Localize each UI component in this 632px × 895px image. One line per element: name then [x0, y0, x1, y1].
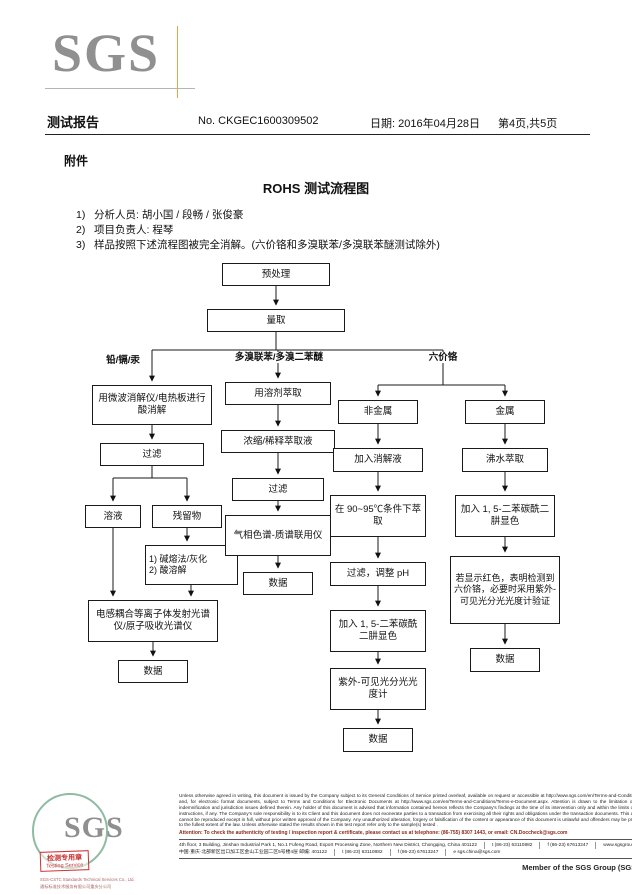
stamp-company-cn: 通标标准技术服务有限公司重庆分公司 — [40, 884, 112, 889]
flow-node-filter-2: 过滤 — [232, 478, 324, 501]
footer-stamp-block: SGS 检测专用章 Testing Service SGS-CSTC Stand… — [32, 793, 175, 893]
flow-node-metal: 金属 — [465, 400, 545, 424]
flow-node-gcms: 气相色谱-质谱联用仪 — [225, 515, 331, 556]
flow-node-uv-vis: 紫外-可见光分光光度计 — [330, 668, 426, 710]
note-text: 项目负责人: 程琴 — [94, 224, 174, 236]
stamp-text-en: Testing Service — [46, 862, 84, 870]
report-title: 测试报告 — [47, 115, 100, 130]
note-analysts: 1) 分析人员: 胡小国 / 段畅 / 张俊豪 — [76, 208, 243, 222]
note-text: 样品按照下述流程图被完全消解。(六价铬和多溴联苯/多溴联苯醚测试除外) — [94, 239, 440, 251]
flow-node-pretreatment: 预处理 — [222, 263, 330, 286]
logo-rule-horizontal — [45, 88, 195, 89]
header-divider — [45, 134, 590, 135]
note-text: 分析人员: 胡小国 / 段畅 / 张俊豪 — [94, 209, 244, 221]
authenticity-attention: Attention: To check the authenticity of … — [179, 830, 568, 837]
flow-node-data-metal: 数据 — [470, 648, 540, 672]
trunk-connectors — [149, 286, 508, 397]
address-row-en: 4th floor, 3 Building, Jinshan Industria… — [179, 841, 632, 849]
testing-service-stamp-icon: 检测专用章 Testing Service — [39, 850, 90, 872]
note-number: 2) — [76, 224, 86, 236]
website: www.sgsgroup.com.cn — [595, 841, 632, 849]
flow-node-filter-adjust-ph: 过滤，调整 pH — [330, 562, 426, 586]
fax-cn: f (86-23) 67613247 — [389, 848, 438, 857]
legal-disclaimer: Unless otherwise agreed in writing, this… — [179, 793, 632, 828]
flow-node-red-color-check: 若显示红色，表明检测到六价铬，必要时采用紫外-可见光分光光度计验证 — [450, 556, 560, 624]
sgs-logo: SGS — [52, 23, 161, 83]
address-en: 4th floor, 3 Building, Jinshan Industria… — [179, 842, 478, 848]
report-number: No. CKGEC1600309502 — [198, 115, 319, 127]
branch-label-hexavalent-chromium: 六价铬 — [420, 352, 466, 364]
flow-node-measure: 量取 — [207, 309, 345, 332]
sgs-member-note: Member of the SGS Group (SGS SA) — [522, 862, 632, 872]
note-number: 3) — [76, 239, 86, 251]
footer: SGS 检测专用章 Testing Service SGS-CSTC Stand… — [32, 793, 632, 893]
note-project-leader: 2) 项目负责人: 程琴 — [76, 223, 173, 237]
note-number: 1) — [76, 209, 86, 221]
branch-label-lead-cadmium-mercury: 铅/镉/汞 — [96, 355, 150, 367]
flow-node-data-nonmetal: 数据 — [343, 728, 413, 752]
flow-node-nonmetal: 非金属 — [338, 400, 418, 424]
email: e sgs.china@sgs.com — [445, 848, 500, 857]
address-cn: 中国·重庆·北部新区出口加工区金山工业园二区5号楼4层 邮编: 401122 — [179, 849, 328, 855]
flow-node-filter-1: 过滤 — [100, 443, 204, 466]
logo-rule-vertical — [177, 26, 178, 98]
footer-text-block: Unless otherwise agreed in writing, this… — [175, 793, 632, 893]
flow-node-solution: 溶液 — [85, 505, 141, 528]
stamp-company-en: SGS-CSTC Standards Technical Services Co… — [40, 877, 135, 882]
fax-en: f (86-23) 67613247 — [539, 841, 588, 849]
phone-cn: t (86-23) 63110882 — [334, 848, 383, 857]
footer-sgs-logo: SGS — [64, 811, 124, 844]
note-digestion: 3) 样品按照下述流程图被完全消解。(六价铬和多溴联苯/多溴联苯醚测试除外) — [76, 238, 440, 252]
report-date: 日期: 2016年04月28日 — [370, 118, 481, 130]
branch-label-pbb-pbde: 多溴联苯/多溴二苯醚 — [218, 352, 340, 364]
address-block: 4th floor, 3 Building, Jinshan Industria… — [179, 839, 632, 859]
address-row-cn: 中国·重庆·北部新区出口加工区金山工业园二区5号楼4层 邮编: 401122 t… — [179, 848, 632, 857]
flow-node-dpc-color-metal: 加入 1, 5-二苯碳酰二肼显色 — [455, 495, 555, 537]
flow-node-alkali-fusion: 1) 碱熔法/灰化 2) 酸溶解 — [145, 545, 238, 585]
flow-node-residue: 残留物 — [152, 505, 222, 528]
phone-en: t (86-23) 63110882 — [484, 841, 532, 849]
flow-node-boiling-water-extraction: 沸水萃取 — [462, 448, 548, 472]
page-indicator: 第4页,共5页 — [498, 118, 558, 130]
flow-node-extract-90-95: 在 90~95℃条件下萃取 — [330, 495, 426, 537]
flow-node-data-middle: 数据 — [243, 572, 313, 595]
flowchart-title: ROHS 测试流程图 — [262, 181, 370, 196]
flow-node-concentrate-dilute: 浓缩/稀释萃取液 — [221, 430, 335, 453]
flow-node-data-left: 数据 — [118, 660, 188, 683]
attachment-label: 附件 — [64, 154, 89, 168]
flow-node-solvent-extraction: 用溶剂萃取 — [225, 382, 331, 405]
flow-node-dpc-color-nonmetal: 加入 1, 5-二苯碳酰二肼显色 — [330, 610, 426, 652]
flow-node-acid-digestion: 用微波消解仪/电热板进行酸消解 — [92, 385, 212, 425]
flow-node-add-digestion-solution: 加入消解液 — [333, 448, 423, 472]
flow-node-icp-aas: 电感耦合等离子体发射光谱仪/原子吸收光谱仪 — [88, 600, 218, 642]
